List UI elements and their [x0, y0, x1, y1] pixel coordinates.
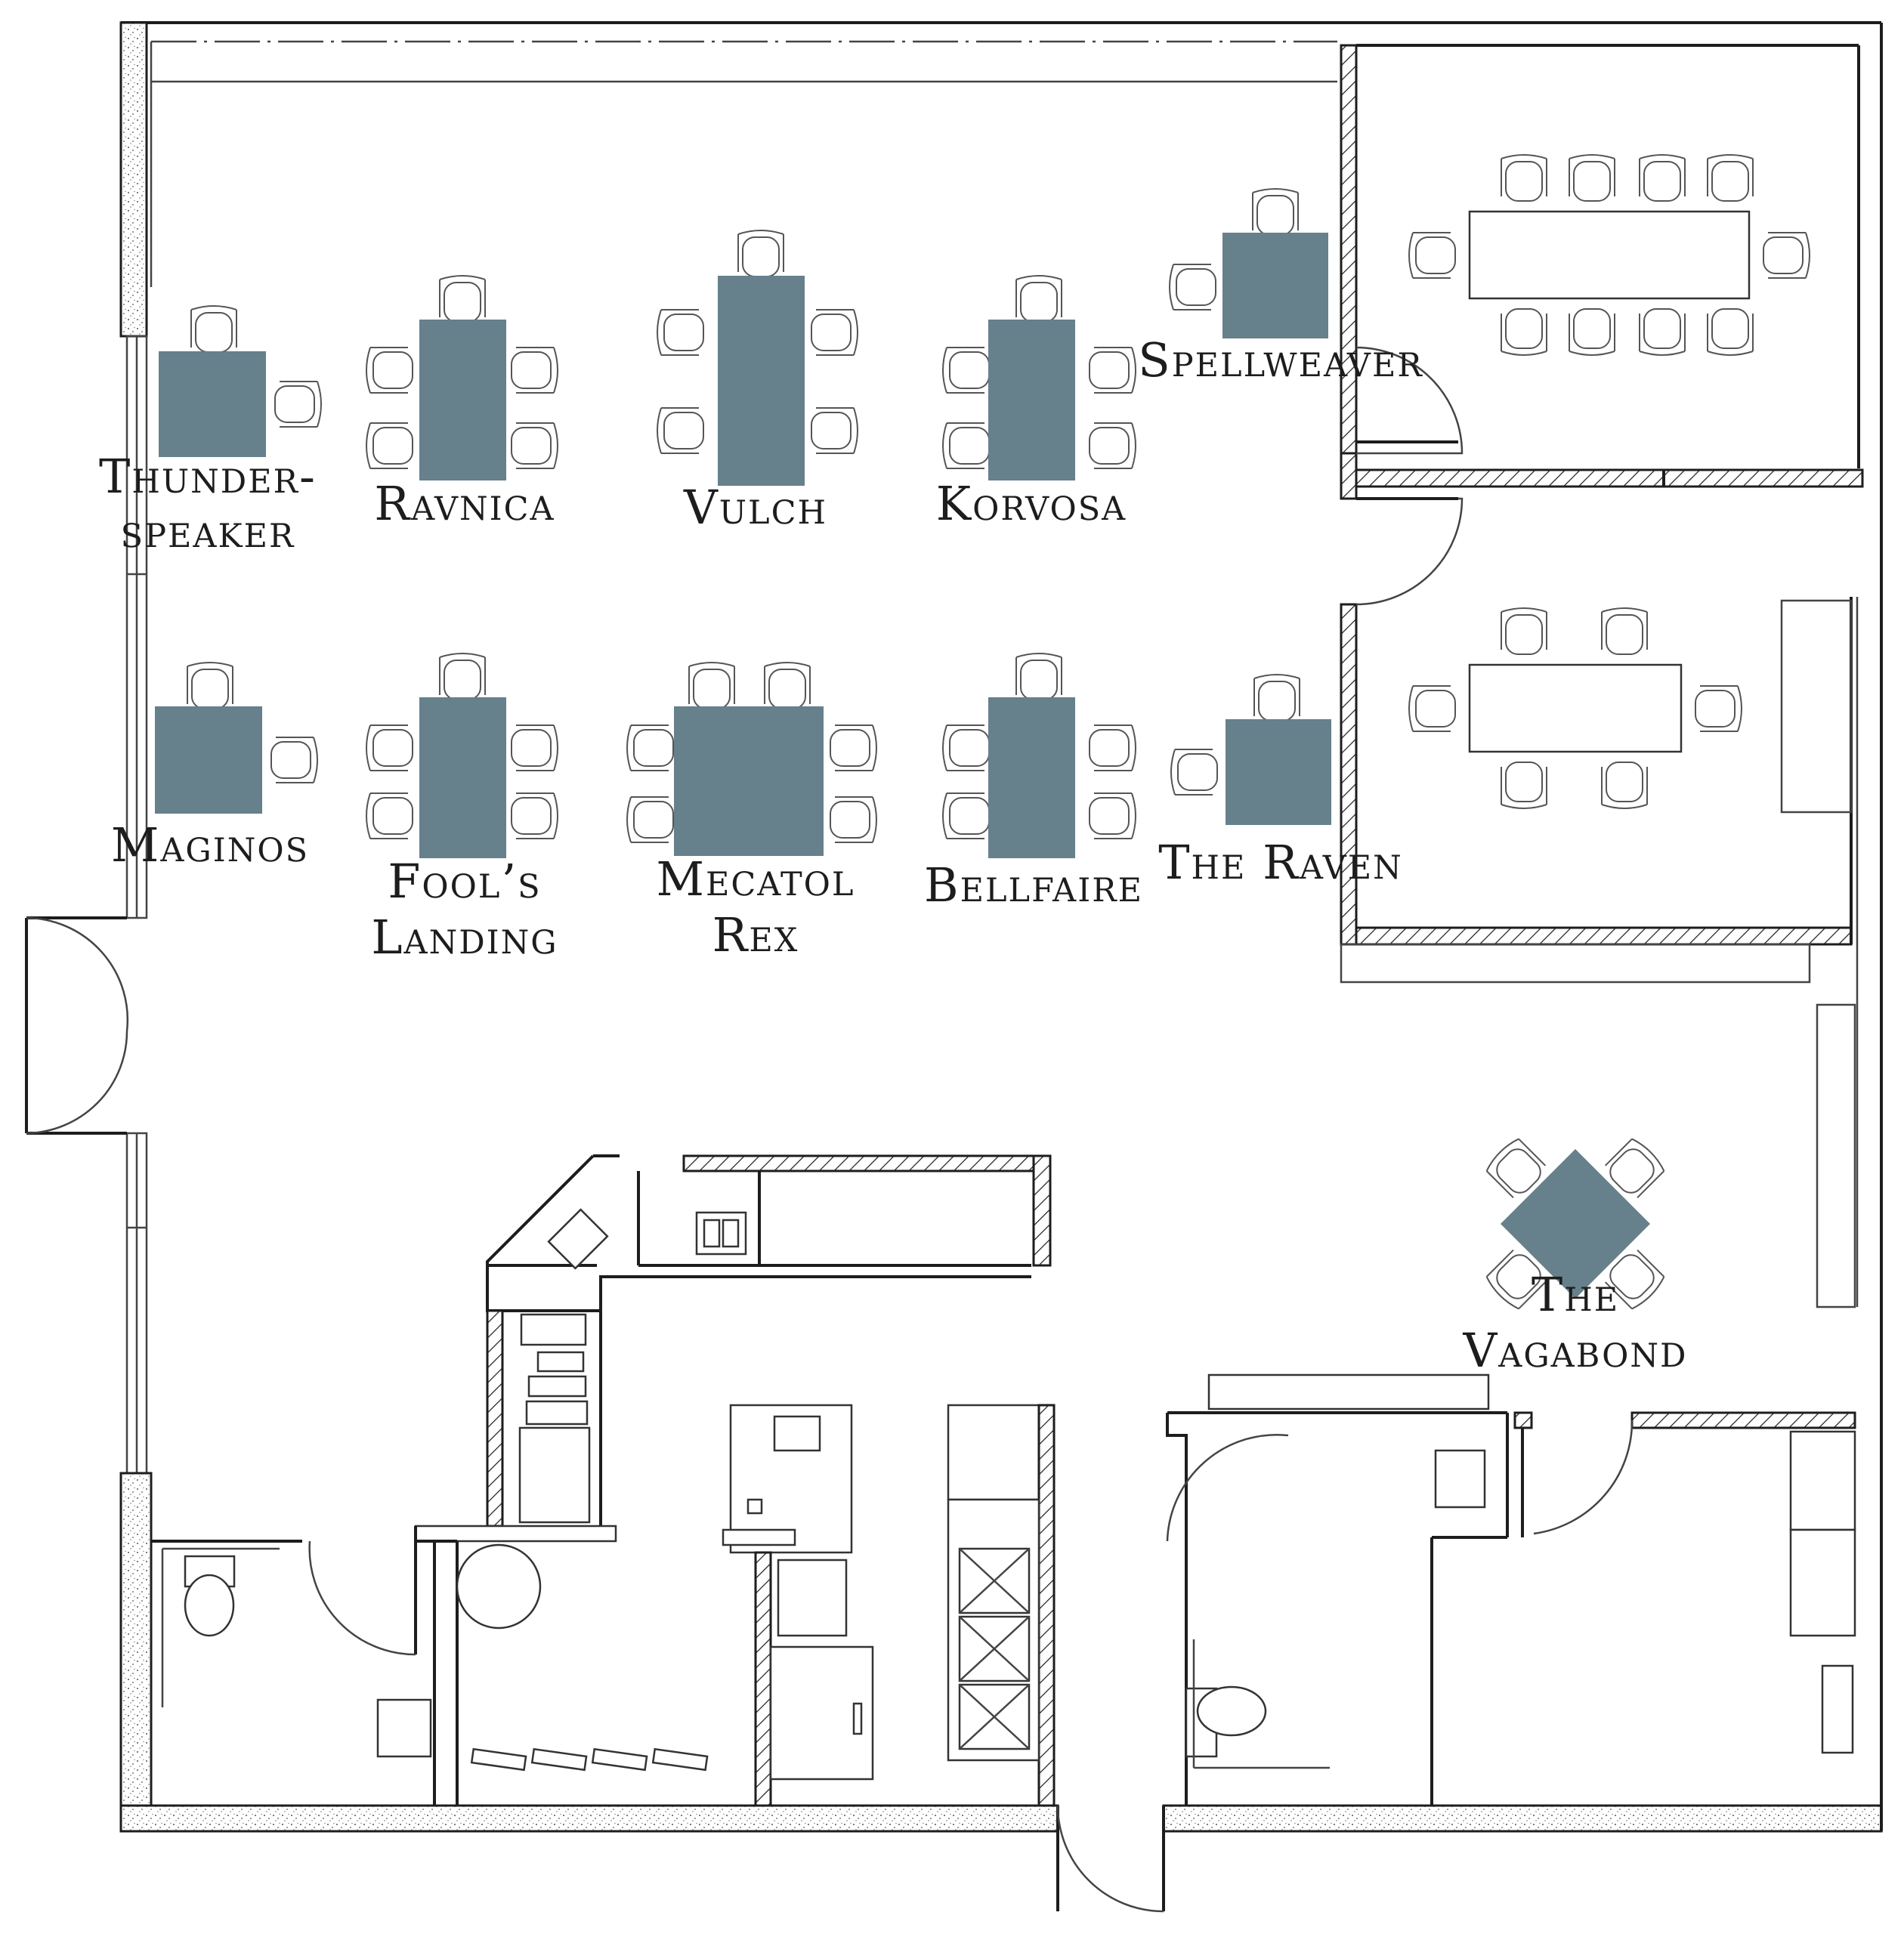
- conference-room-upper: [1408, 154, 1810, 356]
- label-the-raven: The Raven: [1158, 835, 1403, 890]
- game-table-bellfaire: [942, 653, 1136, 858]
- label-vulch: Vulch: [683, 480, 827, 535]
- restroom-right: [1166, 1373, 1509, 1806]
- label-korvosa: Korvosa: [936, 476, 1127, 531]
- rear-door: [1056, 1805, 1165, 1913]
- restroom-left: [151, 1526, 457, 1806]
- game-table-the-raven: [1170, 674, 1331, 825]
- game-table-ravnica: [366, 275, 558, 480]
- game-table-maginos: [155, 662, 318, 814]
- office-room: [1513, 1411, 1856, 1754]
- table-labels: Thunder-speaker Ravnica Vulch Korvosa Sp…: [99, 332, 1688, 1378]
- kitchen-area: [414, 1154, 1056, 1807]
- game-table-fools-landing: [366, 653, 558, 858]
- game-table-the-vagabond: [1483, 1135, 1668, 1312]
- game-table-spellweaver: [1169, 188, 1328, 338]
- main-entrance-doors: [25, 916, 129, 1135]
- label-thunderspeaker: Thunder-speaker: [99, 449, 317, 558]
- label-bellfaire: Bellfaire: [924, 857, 1143, 913]
- game-table-mecatol-rex: [626, 662, 877, 856]
- conference-room-lower: [1408, 607, 1742, 809]
- label-spellweaver: Spellweaver: [1138, 332, 1423, 388]
- private-rooms: [1340, 44, 1864, 1308]
- label-maginos: Maginos: [111, 817, 309, 873]
- label-ravnica: Ravnica: [374, 476, 555, 531]
- game-table-thunderspeaker: [159, 305, 322, 457]
- game-table-korvosa: [942, 275, 1136, 480]
- game-table-vulch: [657, 230, 858, 486]
